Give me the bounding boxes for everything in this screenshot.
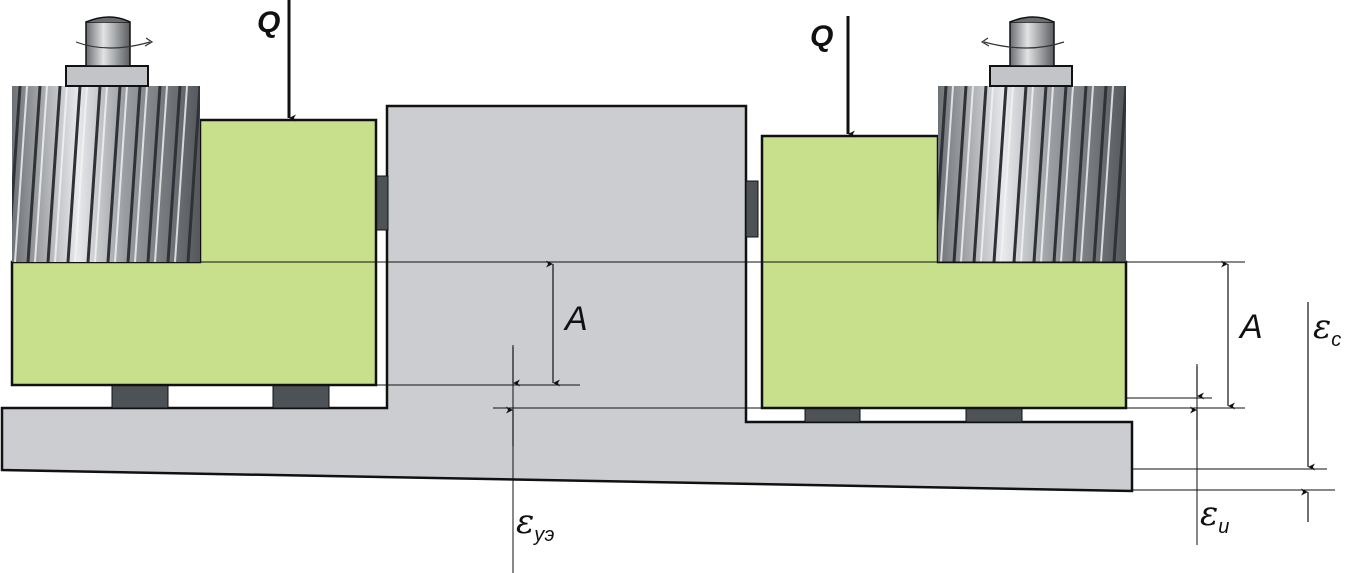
support-pad (272, 384, 330, 409)
base-plate (0, 104, 1134, 493)
eps-ue-label: εуэ (516, 502, 554, 546)
dim-a-left-label: A (563, 300, 588, 338)
side-pad-right (745, 180, 759, 238)
support-pad (965, 407, 1023, 423)
support-pad (804, 407, 861, 423)
gear-cutter-right (938, 16, 1126, 262)
force-label-right: Q (810, 20, 833, 53)
eps-i-label: εи (1200, 494, 1229, 538)
support-pad (111, 384, 169, 409)
force-label-left: Q (257, 6, 280, 39)
rotation-arrow-icon (75, 41, 151, 49)
gear-cutter-left (12, 16, 200, 262)
dim-a-right-label: A (1238, 308, 1263, 346)
side-pad-left (375, 175, 389, 231)
rotation-arrow-icon (983, 41, 1065, 49)
eps-c-label: εс (1313, 307, 1341, 351)
